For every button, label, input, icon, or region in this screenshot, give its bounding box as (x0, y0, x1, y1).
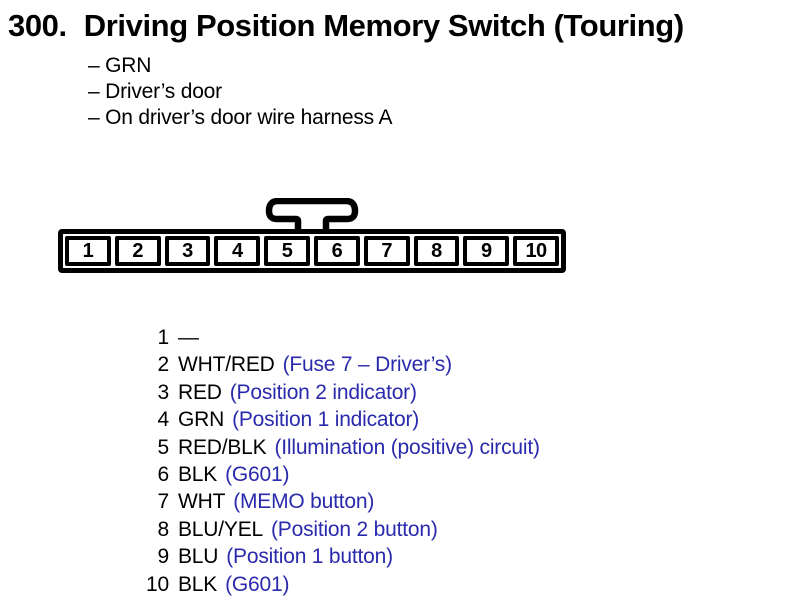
connector-pin-2: 2 (114, 236, 161, 266)
pin-row: 8 BLU/YEL (Position 2 button) (146, 518, 540, 545)
pin-number: 9 (157, 545, 170, 569)
note-line: – Driver’s door (88, 80, 222, 103)
pin-row: 3 RED (Position 2 indicator) (146, 381, 540, 408)
pin-wire-color: GRN (178, 408, 225, 432)
pin-circuit-desc: (Position 1 button) (226, 545, 393, 569)
pin-row: 7 WHT (MEMO button) (146, 490, 540, 517)
pin-number: 8 (157, 517, 170, 541)
pin-number: 1 (157, 326, 170, 349)
pin-row: 4 GRN (Position 1 indicator) (146, 408, 540, 435)
pin-row: 5 RED/BLK (Illumination (positive) circuit… (146, 436, 540, 463)
note-line: – GRN (88, 54, 152, 77)
pin-circuit-desc: (Position 2 button) (270, 517, 438, 541)
pin-row: 9 BLU (Position 1 button) (146, 545, 540, 572)
connector-pin-9: 9 (463, 236, 510, 266)
connector-pin-6: 6 (313, 236, 360, 266)
pin-wire-color: — (178, 326, 199, 349)
pin-row: 2 WHT/RED (Fuse 7 – Driver’s) (146, 353, 540, 380)
page-title: 300. Driving Position Memory Switch (Tou… (8, 8, 684, 44)
note-line: – On driver’s door wire harness A (88, 106, 393, 129)
connector-pin-1: 1 (65, 236, 111, 266)
connector-pin-7: 7 (363, 236, 410, 266)
connector-latch-icon (265, 198, 359, 232)
pin-number: 7 (157, 490, 170, 514)
pin-circuit-desc: (Illumination (positive) circuit) (274, 435, 540, 459)
pin-wire-color: BLK (178, 462, 218, 486)
pin-number: 5 (157, 435, 170, 459)
pin-circuit-desc: (Position 1 indicator) (232, 408, 420, 432)
pin-number: 6 (157, 462, 170, 486)
pin-number: 10 (146, 572, 169, 596)
pin-row: 6 BLK (G601) (146, 463, 540, 490)
pin-number: 3 (157, 380, 170, 404)
pin-number: 2 (157, 353, 170, 377)
pin-circuit-desc: (Fuse 7 – Driver’s) (282, 353, 452, 377)
pin-wire-color: BLK (178, 572, 218, 596)
pin-circuit-desc: (Position 2 indicator) (229, 380, 417, 404)
connector-pin-8: 8 (413, 236, 460, 266)
pin-wire-color: RED (178, 380, 222, 404)
pin-wire-color: WHT (178, 490, 226, 514)
pin-wire-color: WHT/RED (178, 353, 275, 377)
pin-circuit-desc: (G601) (225, 462, 290, 486)
pin-circuit-desc: (MEMO button) (233, 490, 375, 514)
title-text: Driving Position Memory Switch (Touring) (83, 8, 684, 43)
notes-list: – GRN – Driver’s door – On driver’s door w… (88, 53, 392, 131)
pin-wire-color: RED/BLK (178, 435, 267, 459)
pin-row: 10 BLK (G601) (146, 573, 540, 600)
pin-circuit-desc: (G601) (225, 572, 290, 596)
pin-number: 4 (157, 408, 170, 432)
pin-row: 1— (146, 326, 540, 353)
title-number: 300. (8, 8, 67, 43)
connector-pin-5: 5 (264, 236, 310, 266)
pin-wire-color: BLU/YEL (178, 517, 263, 541)
connector-pin-3: 3 (164, 236, 211, 266)
connector-pin-10: 10 (513, 236, 559, 266)
pin-wire-color: BLU (178, 545, 219, 569)
connector-pin-4: 4 (214, 236, 261, 266)
